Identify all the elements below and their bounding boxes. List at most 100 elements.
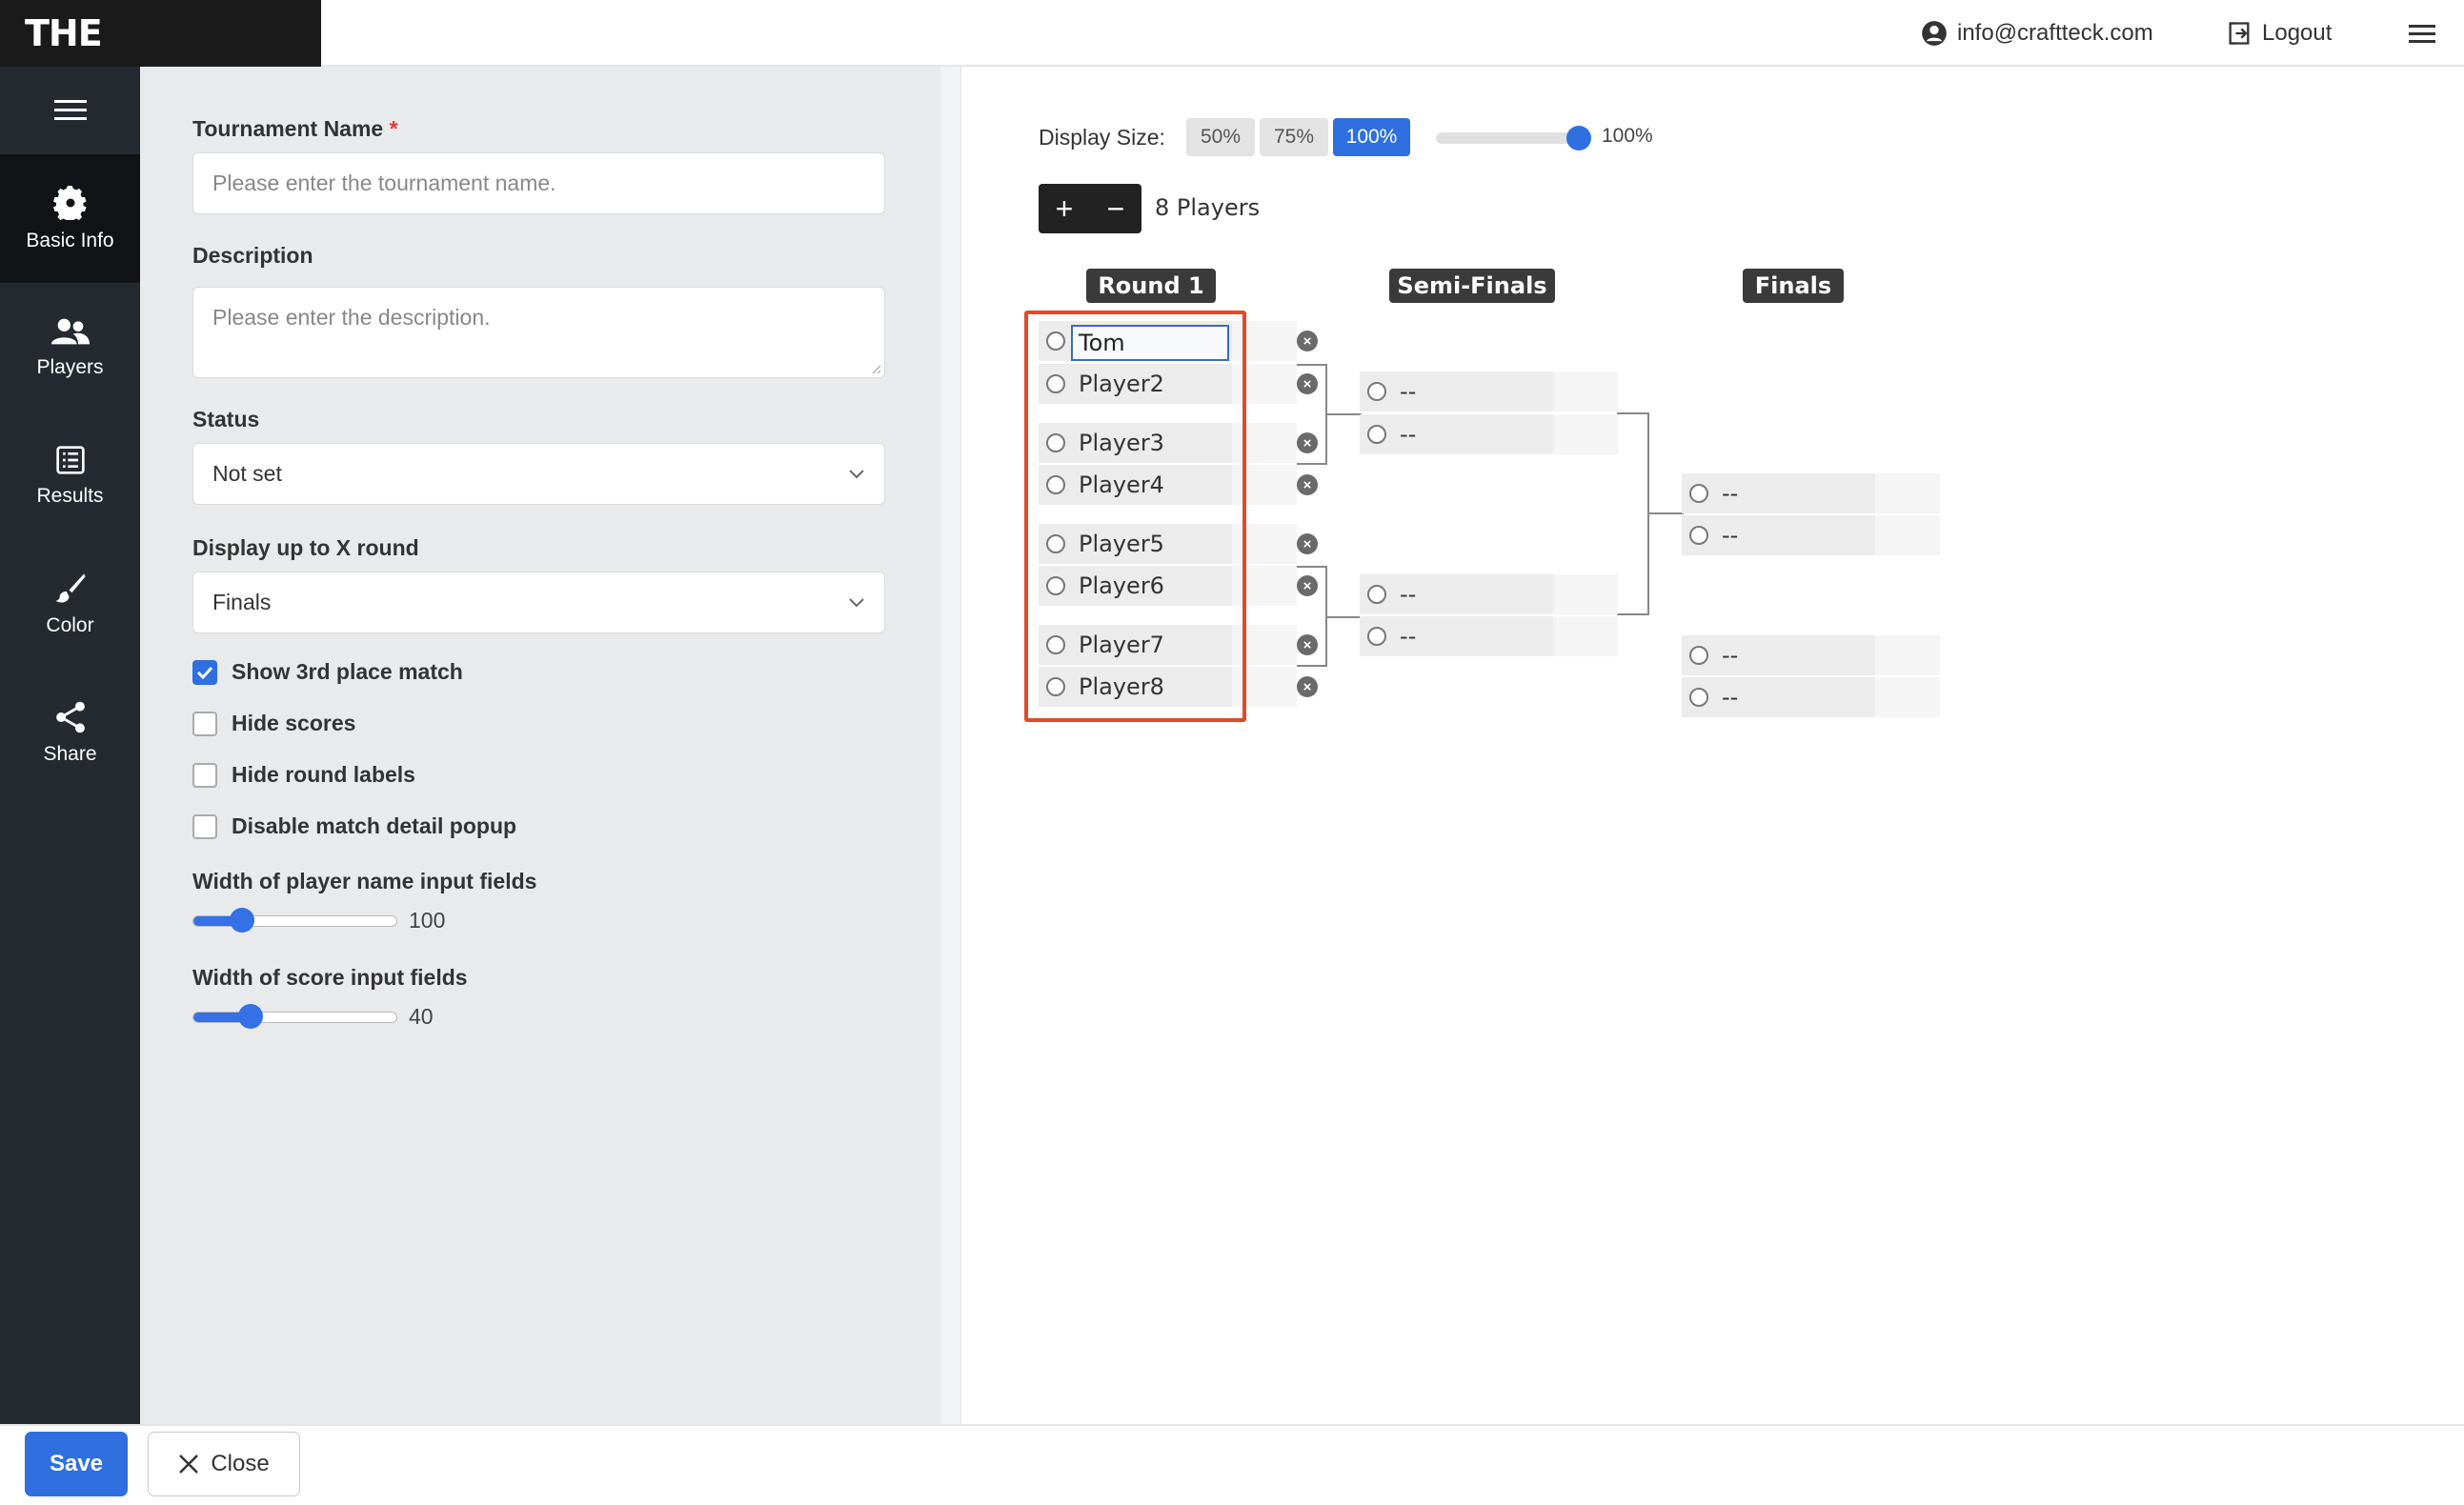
third-place-slot: -- (1682, 677, 1940, 717)
checkbox-box[interactable] (192, 762, 217, 788)
menu-button[interactable] (2409, 0, 2445, 67)
disable-popup-checkbox[interactable]: Disable match detail popup (192, 813, 516, 839)
share-icon (55, 701, 85, 732)
score-input[interactable] (1553, 414, 1618, 454)
winner-radio[interactable] (1689, 484, 1708, 503)
checkbox-box[interactable] (192, 813, 217, 839)
delete-player-button[interactable]: × (1297, 331, 1318, 351)
sidebar-item-players[interactable]: Players (0, 283, 140, 411)
delete-player-button[interactable]: × (1297, 474, 1318, 495)
display-size-slider[interactable] (1436, 126, 1591, 150)
hamburger-icon (2409, 25, 2435, 43)
sidebar-toggle[interactable] (0, 67, 140, 154)
tournament-name-input[interactable]: Please enter the tournament name. (192, 152, 885, 214)
status-select[interactable]: Not set (192, 443, 885, 505)
list-icon (55, 445, 85, 474)
sidebar-item-basic-info[interactable]: Basic Info (0, 154, 151, 283)
panel-divider[interactable] (940, 67, 961, 1424)
show-3rd-place-checkbox[interactable]: Show 3rd place match (192, 659, 463, 685)
winner-radio[interactable] (1046, 331, 1065, 351)
score-width-slider[interactable]: 40 (192, 1003, 434, 1030)
close-label: Close (211, 1451, 270, 1476)
player-name-input[interactable]: Player6 (1079, 572, 1164, 599)
score-input[interactable] (1553, 616, 1618, 656)
logout-button[interactable]: Logout (2226, 0, 2332, 67)
sidebar-item-color[interactable]: Color (0, 540, 140, 669)
winner-radio[interactable] (1367, 382, 1386, 401)
tournament-name-label: Tournament Name * (192, 116, 398, 141)
bottom-action-bar (0, 1424, 2464, 1505)
gear-icon (52, 185, 86, 220)
match-slot: -- (1360, 574, 1618, 614)
delete-player-button[interactable]: × (1297, 676, 1318, 697)
description-input[interactable]: Please enter the description. (192, 287, 885, 378)
display-size-75-button[interactable]: 75% (1260, 118, 1328, 156)
slider-value: 100 (409, 908, 446, 933)
sidebar-item-label: Share (43, 742, 97, 765)
hide-round-labels-checkbox[interactable]: Hide round labels (192, 762, 415, 788)
winner-radio[interactable] (1046, 677, 1065, 696)
checkbox-box[interactable] (192, 711, 217, 736)
winner-radio[interactable] (1046, 576, 1065, 595)
winner-radio[interactable] (1046, 433, 1065, 452)
player-name-input[interactable]: Player3 (1079, 430, 1164, 456)
delete-player-button[interactable]: × (1297, 575, 1318, 596)
player-name-input[interactable]: Player4 (1079, 472, 1164, 498)
winner-radio[interactable] (1689, 526, 1708, 545)
bracket-connector (1617, 412, 1649, 615)
score-input[interactable] (1875, 677, 1940, 717)
add-player-button[interactable]: + (1055, 191, 1074, 226)
bracket-connector (1327, 616, 1362, 618)
name-width-slider[interactable]: 100 (192, 907, 446, 933)
slider-handle[interactable] (1566, 126, 1591, 150)
winner-radio[interactable] (1046, 534, 1065, 553)
display-size-100-button[interactable]: 100% (1333, 118, 1410, 156)
score-input[interactable] (1553, 574, 1618, 614)
display-size-50-button[interactable]: 50% (1186, 118, 1255, 156)
basic-info-form: Tournament Name * Please enter the tourn… (140, 67, 940, 1424)
slider-handle[interactable] (230, 907, 254, 933)
hamburger-icon (53, 100, 87, 120)
delete-player-button[interactable]: × (1297, 634, 1318, 655)
logout-icon (2229, 22, 2250, 45)
users-icon (50, 318, 90, 344)
checkbox-box[interactable] (192, 659, 217, 685)
player-name-input[interactable]: Tom (1071, 325, 1229, 361)
remove-player-button[interactable]: − (1106, 191, 1125, 226)
score-input[interactable] (1553, 371, 1618, 411)
third-place-slot: -- (1682, 635, 1940, 675)
delete-player-button[interactable]: × (1297, 533, 1318, 554)
hide-scores-checkbox[interactable]: Hide scores (192, 711, 355, 736)
sidebar-item-share[interactable]: Share (0, 669, 140, 797)
player-slot: Player8 (1039, 667, 1297, 707)
winner-radio[interactable] (1367, 425, 1386, 444)
winner-radio[interactable] (1046, 475, 1065, 494)
player-name-input[interactable]: Player5 (1079, 531, 1164, 557)
winner-radio[interactable] (1367, 627, 1386, 646)
winner-radio[interactable] (1689, 688, 1708, 707)
score-input[interactable] (1875, 473, 1940, 513)
delete-player-button[interactable]: × (1297, 373, 1318, 394)
close-button[interactable]: Close (148, 1432, 300, 1496)
top-bar (321, 0, 2464, 67)
slider-track[interactable] (192, 1003, 397, 1029)
slider-track[interactable] (192, 907, 397, 933)
account-email[interactable]: info@craftteck.com (1921, 0, 2153, 67)
player-name-input[interactable]: Player2 (1079, 371, 1164, 397)
resize-handle-icon (872, 365, 881, 374)
save-button[interactable]: Save (25, 1432, 128, 1496)
display-round-select[interactable]: Finals (192, 572, 885, 633)
winner-radio[interactable] (1046, 635, 1065, 654)
score-input[interactable] (1875, 635, 1940, 675)
winner-radio[interactable] (1046, 374, 1065, 393)
winner-radio[interactable] (1367, 585, 1386, 604)
player-name-input[interactable]: Player8 (1079, 673, 1164, 700)
player-stepper: + − (1039, 184, 1141, 233)
slider-handle[interactable] (238, 1003, 263, 1029)
round-label-round1: Round 1 (1086, 269, 1216, 303)
sidebar-item-results[interactable]: Results (0, 411, 140, 540)
player-name-input[interactable]: Player7 (1079, 632, 1164, 658)
delete-player-button[interactable]: × (1297, 432, 1318, 453)
score-input[interactable] (1875, 515, 1940, 555)
winner-radio[interactable] (1689, 646, 1708, 665)
